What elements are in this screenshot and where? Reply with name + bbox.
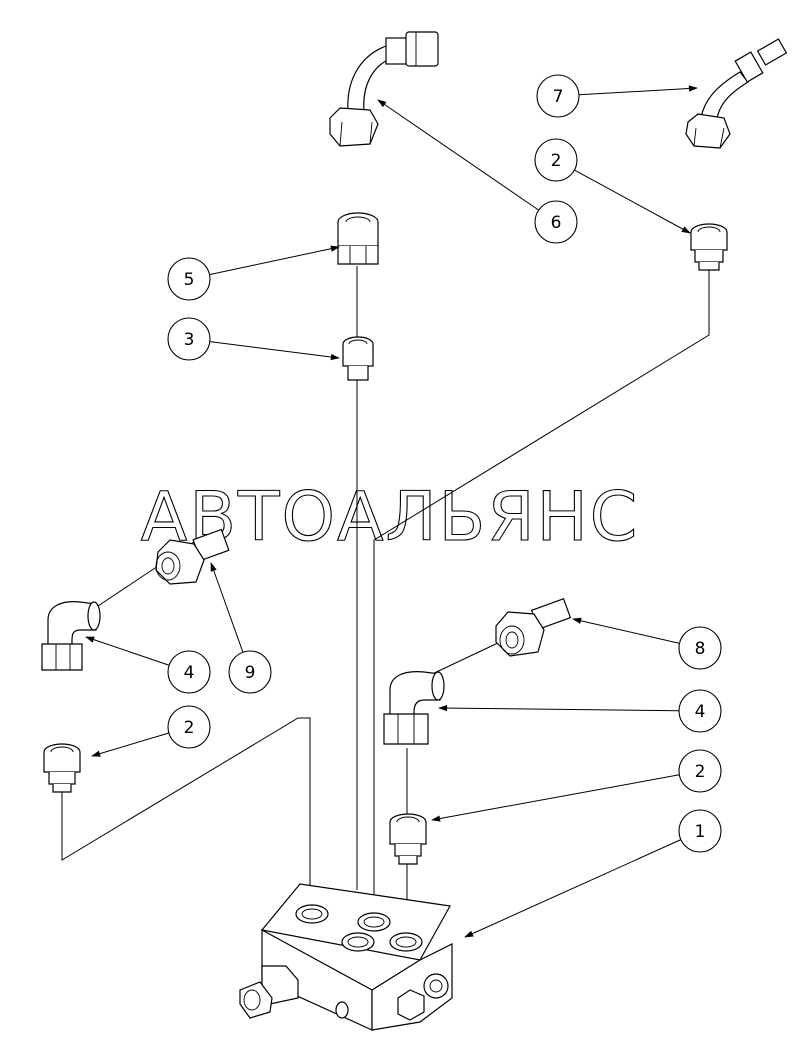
adapter-fitting-3 (342, 336, 374, 381)
callout-number: 9 (245, 663, 256, 683)
callout-c7: 7 (536, 74, 698, 118)
callout-number: 2 (184, 718, 195, 738)
callout-number: 4 (695, 702, 706, 722)
elbow-fitting-4-left (41, 601, 101, 671)
leader-arrow (578, 85, 698, 96)
leader-arrow (431, 774, 680, 822)
callout-circle (678, 689, 722, 733)
elbow-fitting-4-right (383, 671, 445, 745)
callout-circle (536, 74, 580, 118)
callout-number: 7 (553, 87, 564, 107)
callout-circle (678, 749, 722, 793)
adapter-fitting-2-top (690, 223, 728, 271)
callout-c9: 9 (210, 562, 272, 694)
leader-arrow (438, 704, 680, 712)
callout-number: 6 (551, 213, 562, 233)
callout-c1: 1 (464, 809, 722, 938)
leader-arrow (85, 636, 170, 666)
callout-c4b: 4 (438, 689, 722, 733)
callout-c2a: 2 (534, 138, 691, 234)
callout-circle (167, 257, 211, 301)
leader-arrow (572, 617, 680, 644)
callout-group: 7 2 6 5 3 4 9 8 4 2 2 1 (85, 74, 722, 938)
nut-fitting-5 (337, 212, 379, 265)
leader-arrow (574, 169, 691, 234)
callout-number: 2 (551, 151, 562, 171)
callout-c3: 3 (167, 317, 340, 361)
callout-circle (534, 138, 578, 182)
callout-circle (534, 200, 578, 244)
callout-circle (228, 650, 272, 694)
callout-number: 3 (184, 330, 195, 350)
elbow-fitting-6 (329, 31, 439, 147)
callout-number: 4 (184, 663, 195, 683)
adapter-fitting-2-bottom (389, 813, 427, 865)
callout-number: 2 (695, 762, 706, 782)
callout-circle (167, 705, 211, 749)
adapter-fitting-2-left (43, 743, 81, 793)
leader-arrow (91, 732, 170, 757)
hose-fitting-9 (155, 528, 230, 585)
callout-c5: 5 (167, 245, 340, 301)
callout-circle (167, 317, 211, 361)
leader-arrow (377, 99, 539, 211)
callout-c2c: 2 (431, 749, 722, 822)
callout-number: 1 (695, 822, 706, 842)
pipe-lines (61, 266, 710, 905)
callout-circle (678, 809, 722, 853)
callout-number: 5 (184, 270, 195, 290)
callout-circle (678, 626, 722, 670)
callout-circle (167, 650, 211, 694)
hose-fitting-8 (495, 598, 572, 657)
callout-c4a: 4 (85, 636, 211, 694)
callout-c2b: 2 (91, 705, 211, 757)
leader-arrow (464, 839, 682, 938)
leader-arrow (209, 341, 340, 361)
leader-arrow (209, 245, 340, 276)
leader-arrow (210, 562, 244, 653)
callout-number: 8 (695, 639, 706, 659)
elbow-fitting-7 (685, 38, 788, 149)
valve-block-1 (239, 883, 453, 1031)
callout-c6: 6 (377, 99, 578, 244)
callout-c8: 8 (572, 617, 722, 670)
